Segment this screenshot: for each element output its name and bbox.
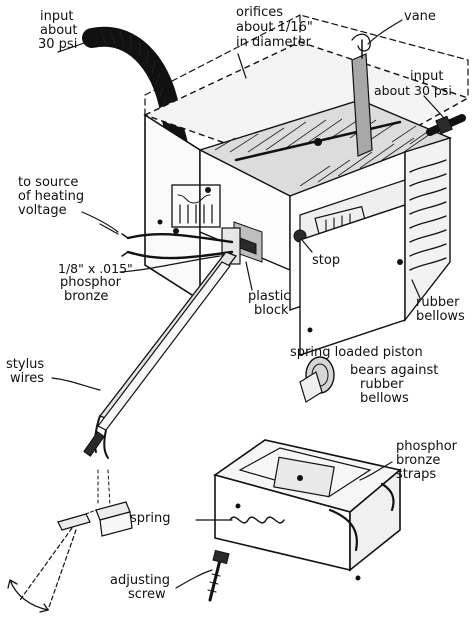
input-right-label-2: about 30 psi <box>374 83 452 98</box>
plastic-block-label-1: plastic <box>248 289 291 304</box>
phosphor-label-2: phosphor <box>60 275 122 290</box>
straps-label-1: phosphor <box>396 439 458 454</box>
right-housing <box>289 150 406 356</box>
stylus-wires-label-2: wires <box>10 371 45 386</box>
phosphor-label-3: bronze <box>64 289 109 304</box>
orifices-label-3: in diameter <box>236 35 311 50</box>
plastic-block-label-2: block <box>254 303 289 318</box>
orifices-label-1: orifices <box>236 5 284 20</box>
input-right-label-1: input <box>410 69 444 84</box>
stylus-wires-label-1: stylus <box>6 357 45 372</box>
lower-mechanism <box>207 439 402 602</box>
orifices-label-2: about 1/16" <box>236 20 313 35</box>
spring-label: spring <box>130 511 171 526</box>
piston-label-4: bellows <box>360 391 409 406</box>
adjusting-screw-label-1: adjusting <box>110 573 171 588</box>
rubber-bellows-label-2: bellows <box>416 309 465 324</box>
heating-label-1: to source <box>18 175 79 190</box>
input-left-label-1: input <box>40 9 74 24</box>
rubber-bellows <box>404 137 451 323</box>
adjusting-screw-label-2: screw <box>128 587 166 602</box>
straps-label-2: bronze <box>396 453 441 468</box>
piston-label-1: spring loaded piston <box>290 345 423 360</box>
input-fitting-right <box>426 114 466 136</box>
stylus-assembly <box>83 251 238 459</box>
input-left-label-3: 30 psi <box>38 37 78 52</box>
rubber-bellows-label-1: rubber <box>416 295 460 310</box>
phosphor-label-1: 1/8" x .015" <box>58 261 133 276</box>
piston-label-3: rubber <box>360 377 404 392</box>
spring-loaded-piston <box>299 356 335 403</box>
stylus-tip-detail <box>7 469 133 613</box>
leader-lines <box>51 19 445 589</box>
vane-label: vane <box>404 9 436 24</box>
heating-wires <box>99 223 234 260</box>
piston-label-2: bears against <box>350 363 439 378</box>
stop-label: stop <box>312 253 341 268</box>
straps-label-3: straps <box>396 467 437 482</box>
heating-label-3: voltage <box>18 203 67 218</box>
heating-label-2: of heating <box>18 189 85 204</box>
input-left-label-2: about <box>40 23 78 38</box>
